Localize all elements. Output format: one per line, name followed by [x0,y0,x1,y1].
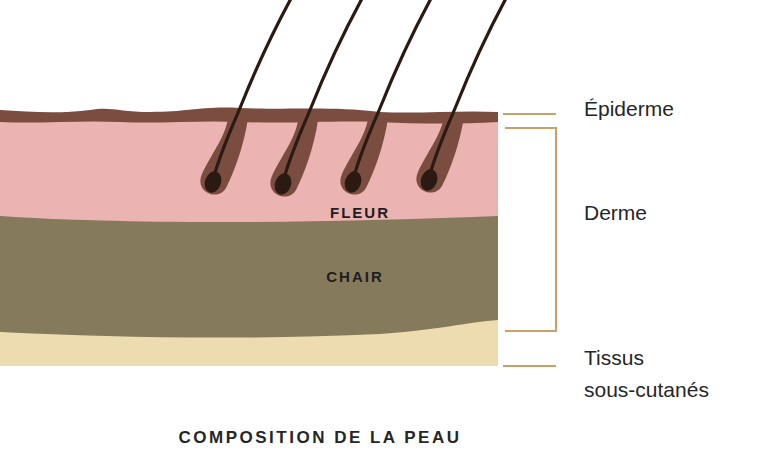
caption: COMPOSITION DE LA PEAU [0,428,640,448]
layer-name: Épiderme [584,93,674,125]
layer-name: Derme [584,197,647,229]
chair-band: CHAIR [285,262,425,290]
band-label: FLEUR [330,204,390,221]
brackets [503,114,556,366]
hair-follicle [416,0,510,193]
layer-name: Tissus sous-cutanés [584,342,716,405]
chair-layer [0,214,498,338]
band-label: CHAIR [326,268,384,285]
fleur-band: FLEUR [290,198,430,226]
epidermis-layer [0,108,498,124]
hair-follicle [340,0,434,195]
